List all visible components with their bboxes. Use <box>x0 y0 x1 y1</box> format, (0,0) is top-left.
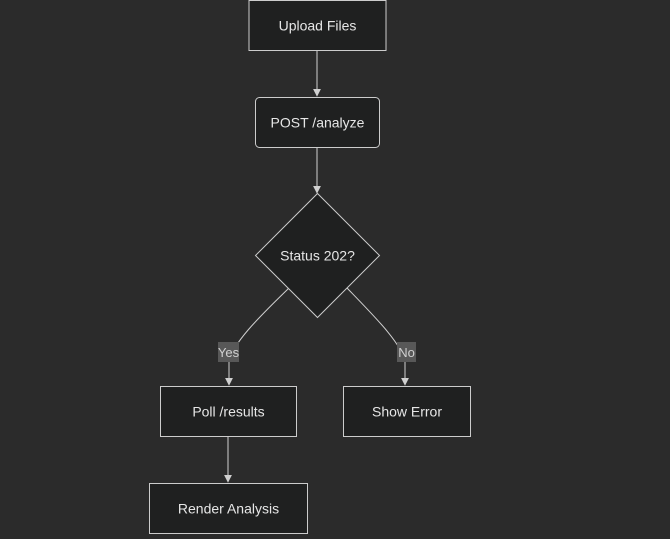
node-status-decision-label: Status 202? <box>280 248 355 264</box>
edge-label-no: No <box>397 342 416 362</box>
node-post-analyze: POST /analyze <box>255 97 380 148</box>
node-status-decision: Status 202? <box>254 192 381 319</box>
edge-label-yes-text: Yes <box>218 345 240 360</box>
node-show-error: Show Error <box>343 386 471 437</box>
node-poll-results: Poll /results <box>160 386 297 437</box>
node-render-analysis: Render Analysis <box>149 483 308 534</box>
edge-label-yes: Yes <box>218 342 240 362</box>
node-upload-files-label: Upload Files <box>279 18 357 34</box>
edge-status-to-error <box>346 287 409 386</box>
node-show-error-label: Show Error <box>372 404 442 420</box>
node-upload-files: Upload Files <box>248 0 387 51</box>
node-poll-results-label: Poll /results <box>192 404 264 420</box>
edge-status-to-poll <box>225 287 290 386</box>
node-post-analyze-label: POST /analyze <box>271 115 365 131</box>
edge-label-no-text: No <box>398 345 415 360</box>
node-render-analysis-label: Render Analysis <box>178 501 279 517</box>
